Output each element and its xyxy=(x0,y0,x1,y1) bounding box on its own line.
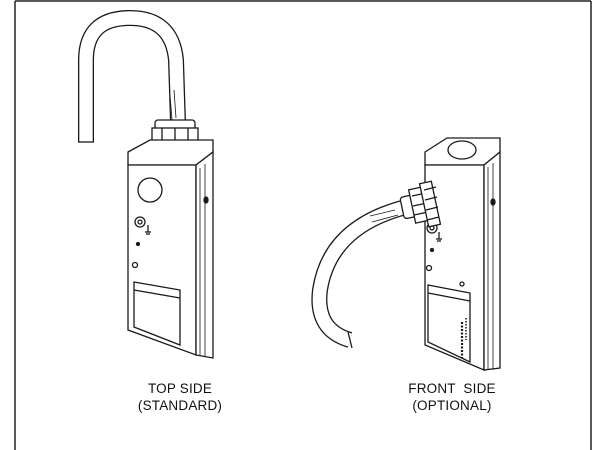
indicator-dot xyxy=(135,241,141,247)
label-plate-top-side xyxy=(133,281,181,346)
ground-screw-icon xyxy=(134,216,151,235)
label-plate-front-side xyxy=(427,284,471,364)
cable-top-side xyxy=(78,9,186,143)
cable-gland-front-side xyxy=(399,180,442,228)
device-top-side xyxy=(78,9,214,359)
caption-top-side-line2: (STANDARD) xyxy=(137,398,223,413)
caption-front-side-line1: FRONT SIDE xyxy=(408,381,496,396)
caption-top-side-line1: TOP SIDE xyxy=(147,381,213,396)
caption-front-side-line2: (OPTIONAL) xyxy=(412,398,492,413)
enclosure-body-front-side xyxy=(424,137,501,371)
device-front-side xyxy=(311,137,501,371)
cable-front-side xyxy=(311,198,412,349)
caption-front-side: FRONT SIDE (OPTIONAL) xyxy=(372,380,532,414)
caption-top-side: TOP SIDE (STANDARD) xyxy=(100,380,260,414)
indicator-dot xyxy=(429,247,435,253)
